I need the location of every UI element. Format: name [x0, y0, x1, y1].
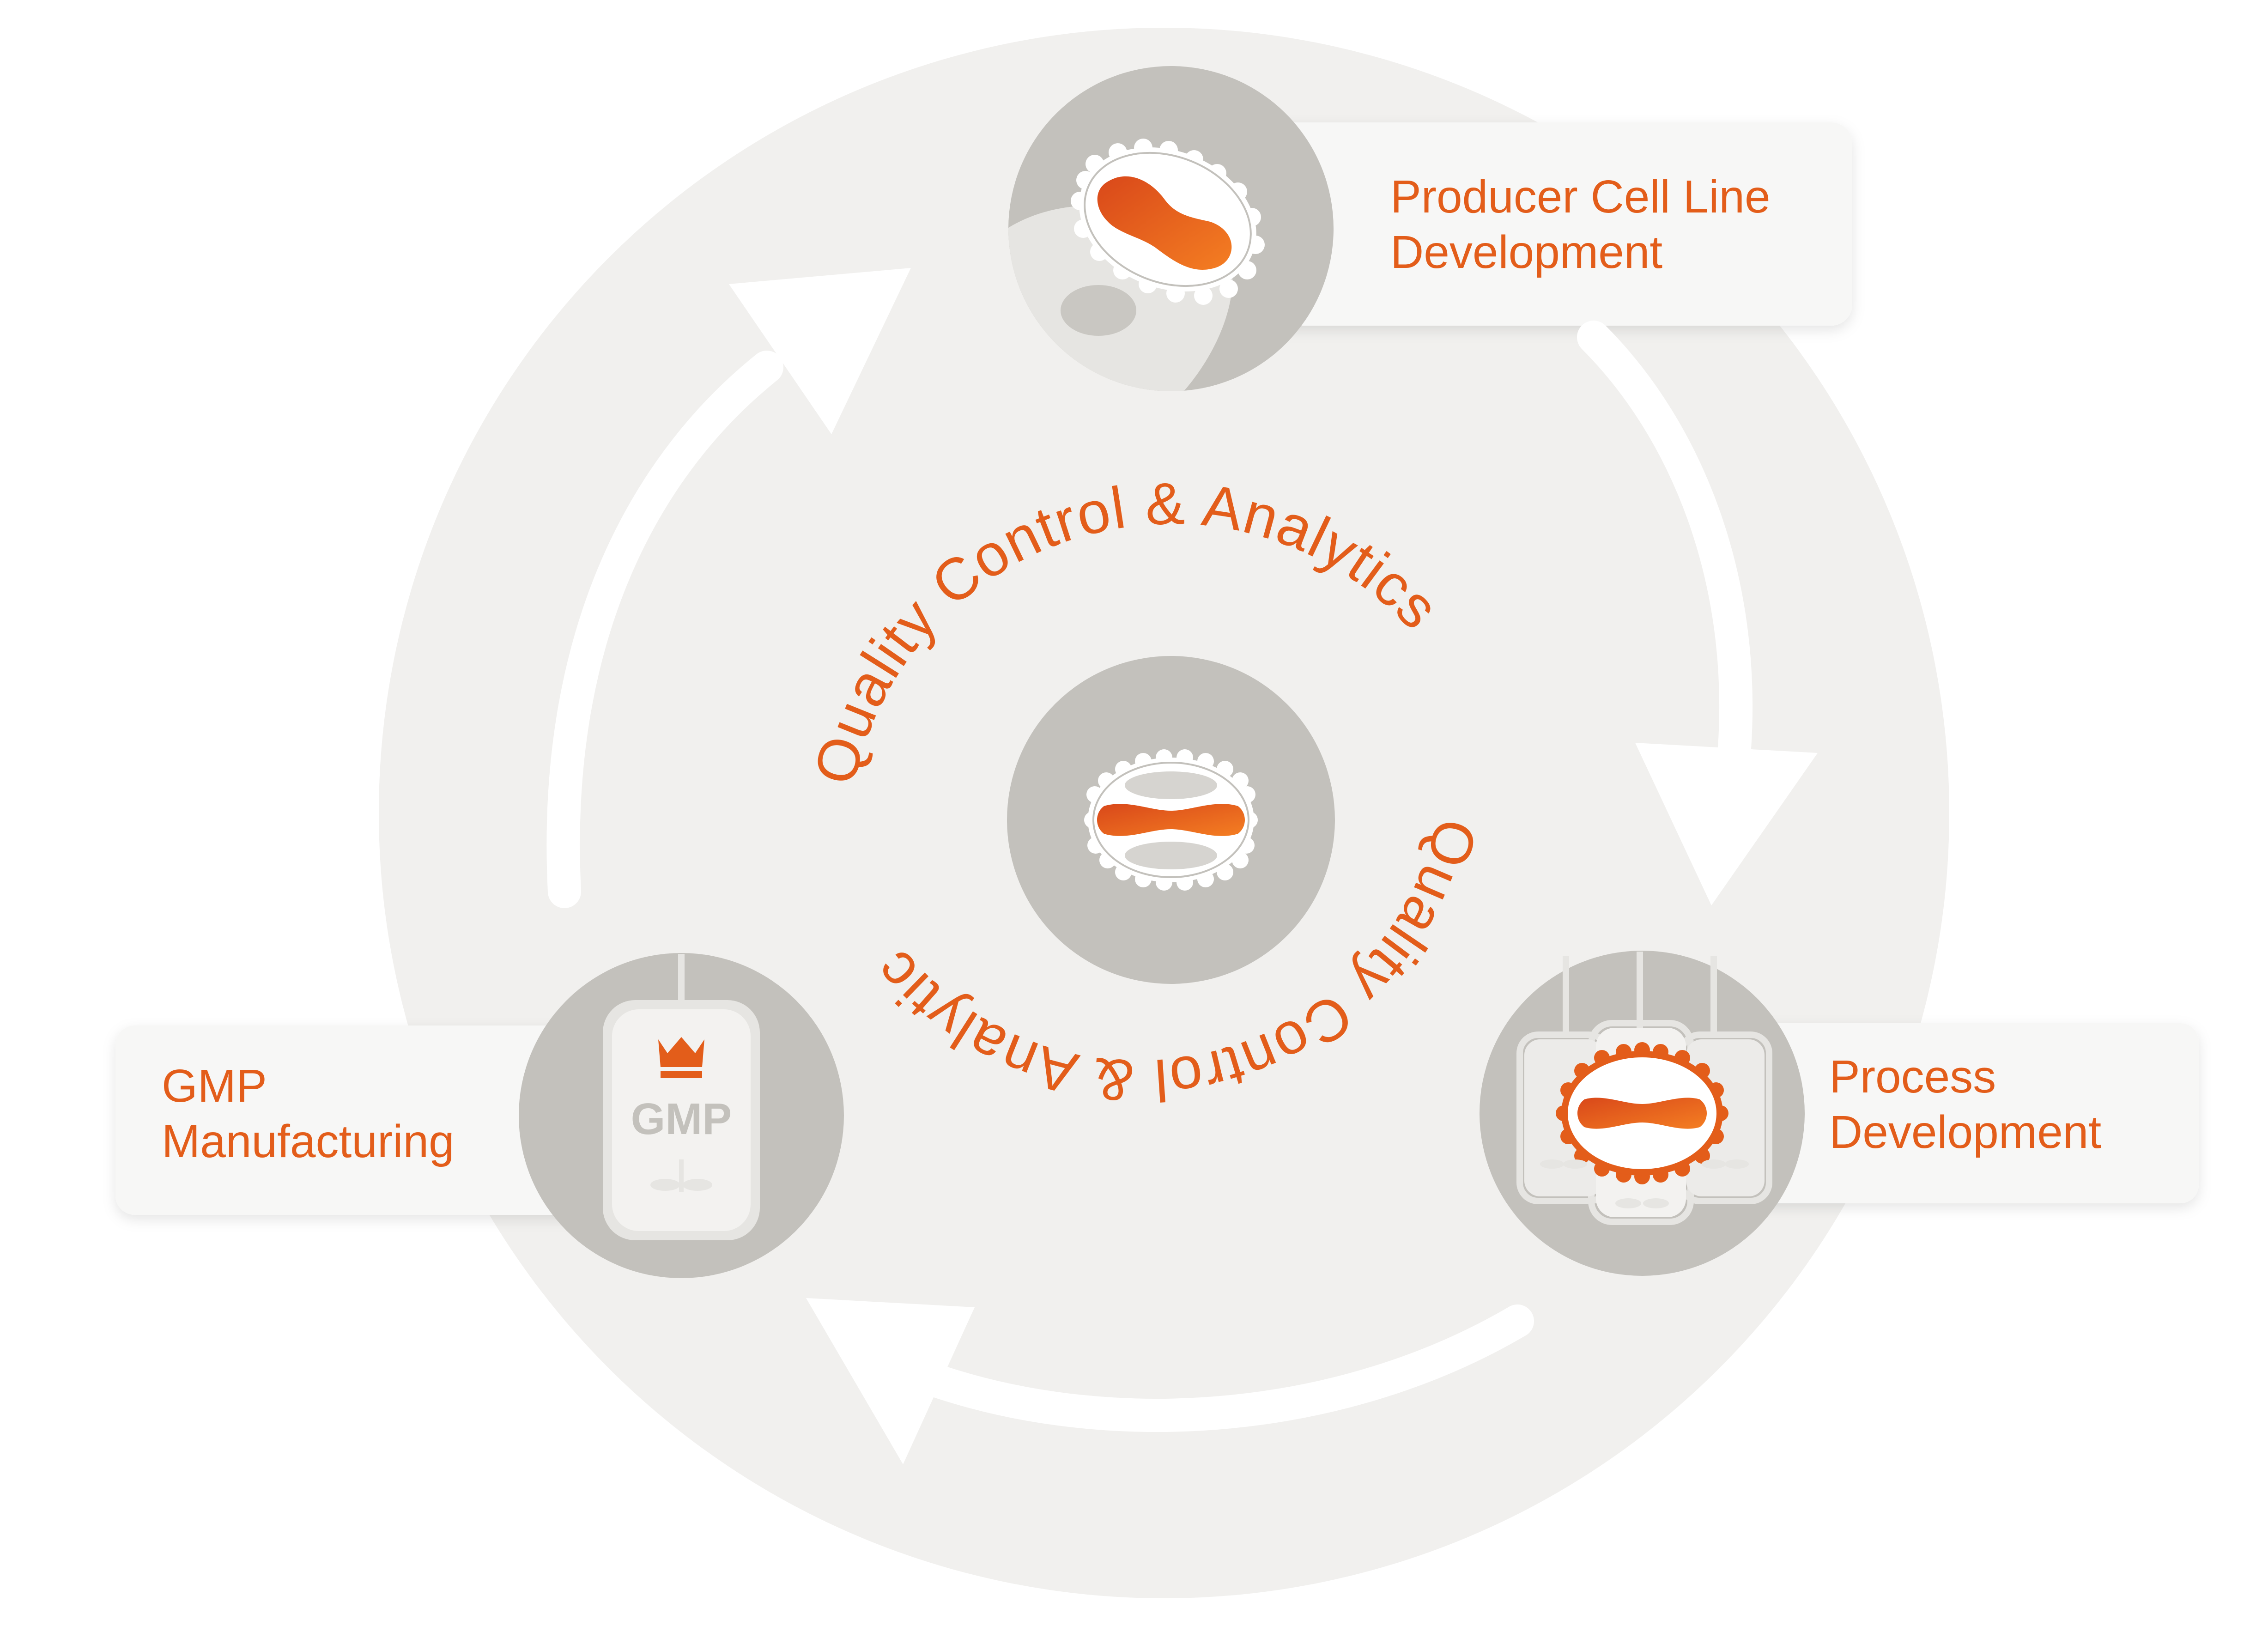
arrow-process-to-gmp [806, 1298, 1534, 1464]
label-box-gmp [115, 1025, 624, 1215]
label-process-line2: Development [1829, 1106, 2101, 1158]
label-producer-line1: Producer Cell Line [1390, 171, 1771, 223]
label-box-producer [1224, 122, 1852, 326]
node-producer: Producer Cell Line Development [1008, 66, 1771, 391]
label-process-line1: Process [1829, 1051, 1996, 1103]
node-process: Process Development [1480, 951, 2101, 1276]
arrow-producer-to-process [1577, 321, 1818, 905]
label-gmp-line2: Manufacturing [162, 1116, 455, 1167]
label-box-process [1681, 1023, 2199, 1203]
label-gmp-line1: GMP [162, 1060, 267, 1112]
node-gmp: GMP GMP Manufacturing [162, 953, 844, 1278]
cell-with-dividing-virus-icon [1084, 749, 1258, 891]
arrow-gmp-to-producer [546, 268, 911, 908]
crown-icon [658, 1037, 704, 1078]
gmp-vessel-icon: GMP [603, 954, 760, 1240]
label-producer-line2: Development [1390, 226, 1662, 278]
bioreactor-cell-icon [1516, 952, 1772, 1225]
vessel-gmp-text: GMP [631, 1094, 732, 1144]
node-center [1007, 656, 1335, 984]
producer-cell-icon [1008, 139, 1265, 391]
